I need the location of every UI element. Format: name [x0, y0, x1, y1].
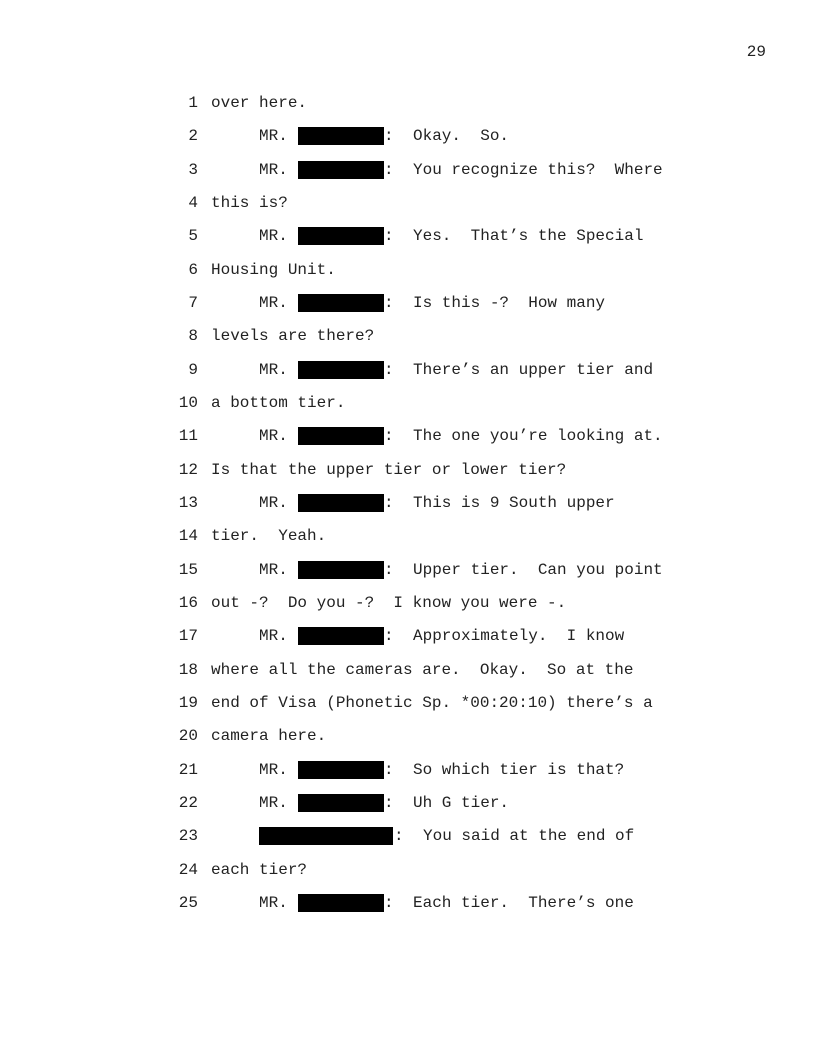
line-number: 7	[188, 293, 198, 312]
line-text: where all the cameras are. Okay. So at t…	[211, 660, 634, 679]
line-number: 8	[188, 327, 198, 346]
redaction-box	[298, 793, 384, 812]
line-text: out -? Do you -? I know you were -.	[211, 593, 567, 612]
speech-text: So which tier is that?	[413, 760, 625, 779]
speaker-colon: :	[394, 827, 404, 846]
line-number: 22	[178, 793, 198, 812]
line-text: tier. Yeah.	[211, 527, 327, 546]
speaker-prefix: MR.	[259, 893, 288, 912]
line-number: 9	[188, 360, 198, 379]
line-number: 23	[178, 827, 198, 846]
speaker-colon: :	[384, 760, 394, 779]
speaker-prefix: MR.	[259, 627, 288, 646]
speaker-prefix: MR.	[259, 760, 288, 779]
speaker-prefix: MR.	[259, 793, 288, 812]
redaction-box	[298, 560, 384, 579]
line-number: 17	[178, 627, 198, 646]
line-number: 1	[188, 94, 198, 112]
redaction-box	[298, 627, 384, 646]
redaction-box	[298, 360, 384, 379]
line-number: 25	[178, 893, 198, 912]
speaker-prefix: MR.	[259, 160, 288, 179]
speaker-prefix: MR.	[259, 227, 288, 246]
line-text: levels are there?	[211, 327, 375, 346]
line-text: Is that the upper tier or lower tier?	[211, 460, 567, 479]
redaction-box	[298, 127, 384, 146]
line-number: 15	[178, 560, 198, 579]
line-number: 13	[178, 493, 198, 512]
speaker-colon: :	[384, 893, 394, 912]
speaker-colon: :	[384, 560, 394, 579]
line-text: over here.	[211, 94, 308, 112]
page-number: 29	[746, 43, 766, 61]
speaker-colon: :	[384, 793, 394, 812]
speech-text: Is this -? How many	[413, 293, 606, 312]
redaction-box	[259, 827, 393, 846]
speech-text: The one you’re looking at.	[413, 427, 663, 446]
line-number: 2	[188, 127, 198, 146]
speaker-colon: :	[384, 360, 394, 379]
line-text: a bottom tier.	[211, 393, 346, 412]
line-number: 3	[188, 160, 198, 179]
redaction-box	[298, 893, 384, 912]
speaker-colon: :	[384, 427, 394, 446]
line-text: this is?	[211, 193, 288, 212]
speech-text: Upper tier. Can you point	[413, 560, 663, 579]
speech-text: This is 9 South upper	[413, 493, 615, 512]
speaker-colon: :	[384, 160, 394, 179]
line-number: 6	[188, 260, 198, 279]
speaker-colon: :	[384, 293, 394, 312]
redaction-box	[298, 760, 384, 779]
line-text: camera here.	[211, 727, 327, 746]
line-number: 11	[178, 427, 198, 446]
speaker-colon: :	[384, 627, 394, 646]
redaction-box	[298, 293, 384, 312]
line-number: 10	[178, 393, 198, 412]
speech-text: You said at the end of	[423, 827, 635, 846]
line-number: 12	[178, 460, 198, 479]
line-number: 16	[178, 593, 198, 612]
speaker-colon: :	[384, 493, 394, 512]
speaker-prefix: MR.	[259, 360, 288, 379]
speech-text: There’s an upper tier and	[413, 360, 654, 379]
speech-text: Each tier. There’s one	[413, 893, 634, 912]
line-number: 18	[178, 660, 198, 679]
speech-text: Uh G tier.	[413, 793, 510, 812]
redaction-box	[298, 427, 384, 446]
speech-text: Yes. That’s the Special	[413, 227, 644, 246]
line-number: 19	[178, 693, 198, 712]
line-number: 21	[178, 760, 198, 779]
redaction-box	[298, 493, 384, 512]
speaker-prefix: MR.	[259, 127, 288, 146]
line-text: Housing Unit.	[211, 260, 336, 279]
line-number: 24	[178, 860, 198, 879]
speaker-prefix: MR.	[259, 427, 288, 446]
speaker-prefix: MR.	[259, 493, 288, 512]
speaker-prefix: MR.	[259, 293, 288, 312]
speaker-colon: :	[384, 227, 394, 246]
redaction-box	[298, 160, 384, 179]
speech-text: You recognize this? Where	[413, 160, 663, 179]
speaker-colon: :	[384, 127, 394, 146]
line-number: 14	[178, 527, 198, 546]
speaker-prefix: MR.	[259, 560, 288, 579]
line-text: each tier?	[211, 860, 308, 879]
speech-text: Approximately. I know	[413, 627, 625, 646]
speech-text: Okay. So.	[413, 127, 510, 146]
redaction-box	[298, 227, 384, 246]
line-number: 4	[188, 193, 198, 212]
line-number: 5	[188, 227, 198, 246]
line-number: 20	[178, 727, 198, 746]
line-text: end of Visa (Phonetic Sp. *00:20:10) the…	[211, 693, 653, 712]
